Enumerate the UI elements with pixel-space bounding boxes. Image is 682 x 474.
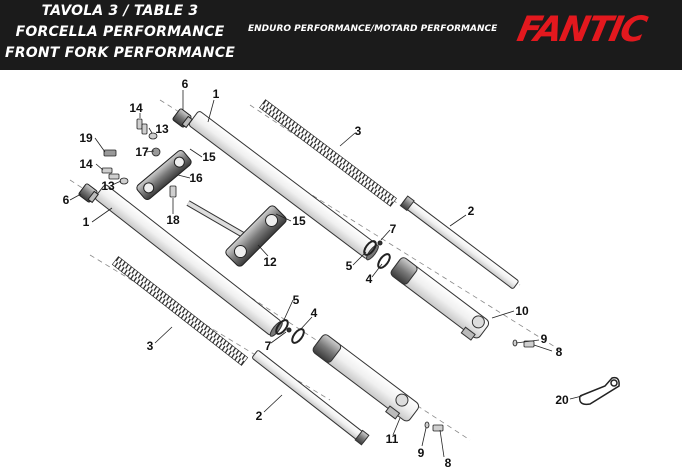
callout-3-left: 3 xyxy=(147,339,154,353)
callout-19: 19 xyxy=(79,131,93,145)
fork-cap-top xyxy=(172,108,193,129)
callout-15-top: 15 xyxy=(202,150,216,164)
header-bar: TAVOLA 3 / TABLE 3 FORCELLA PERFORMANCE … xyxy=(0,0,682,70)
callout-5-left: 5 xyxy=(293,293,300,307)
callout-3-top: 3 xyxy=(355,124,362,138)
callout-1-bottom: 1 xyxy=(83,215,90,229)
callout-16: 16 xyxy=(189,171,203,185)
callout-2-right: 2 xyxy=(468,204,475,218)
callout-8-bottom: 8 xyxy=(445,456,452,470)
callout-20: 20 xyxy=(555,393,569,407)
callout-18: 18 xyxy=(166,213,180,227)
exploded-fork-diagram: 1 1 2 2 3 3 4 4 5 5 6 6 7 7 8 8 9 9 10 1… xyxy=(63,77,620,470)
callout-14-left: 14 xyxy=(79,157,93,171)
callout-6-top: 6 xyxy=(182,77,189,91)
inner-rod-right xyxy=(399,195,519,289)
small-hardware xyxy=(101,118,535,432)
callout-7-right: 7 xyxy=(390,222,397,236)
callout-14-top: 14 xyxy=(129,101,143,115)
callout-9-right: 9 xyxy=(541,332,548,346)
callout-6-left: 6 xyxy=(63,193,70,207)
callout-17: 17 xyxy=(135,145,149,159)
callout-labels: 1 1 2 2 3 3 4 4 5 5 6 6 7 7 8 8 9 9 10 1… xyxy=(63,77,569,470)
callout-4-left: 4 xyxy=(311,306,318,320)
upper-tube-top xyxy=(188,111,379,261)
model-subtitle: ENDURO PERFORMANCE/MOTARD PERFORMANCE xyxy=(248,24,498,34)
table-title-italian: FORCELLA PERFORMANCE xyxy=(15,24,225,40)
upper-triple-clamp xyxy=(136,149,192,201)
callout-1-top: 1 xyxy=(213,87,220,101)
lower-leg-right xyxy=(390,257,490,341)
leader-lines xyxy=(69,90,583,458)
axle-clip xyxy=(578,376,620,406)
lower-triple-clamp xyxy=(225,205,287,267)
callout-5-right: 5 xyxy=(346,259,353,273)
table-title-english: FRONT FORK PERFORMANCE xyxy=(5,45,235,61)
fork-cap-left xyxy=(78,183,99,204)
callout-13-top: 13 xyxy=(155,122,169,136)
callout-8-right: 8 xyxy=(556,345,563,359)
callout-2-bottom: 2 xyxy=(256,409,263,423)
callout-4-right: 4 xyxy=(366,272,373,286)
spring-top xyxy=(259,99,397,207)
callout-13-left: 13 xyxy=(101,179,115,193)
seal-rings xyxy=(275,240,391,344)
callout-11: 11 xyxy=(386,432,399,446)
callout-10: 10 xyxy=(515,304,529,318)
lower-leg-left xyxy=(312,334,420,422)
table-title: TAVOLA 3 / TABLE 3 xyxy=(41,3,199,19)
callout-15-mid: 15 xyxy=(292,214,306,228)
spring-left xyxy=(111,256,249,366)
steering-stem xyxy=(186,200,247,239)
callout-7-left: 7 xyxy=(265,339,272,353)
callout-9-bottom: 9 xyxy=(418,446,425,460)
inner-rod-bottom xyxy=(252,350,370,446)
callout-12: 12 xyxy=(263,255,277,269)
brand-logo: FANTIC xyxy=(513,10,649,50)
